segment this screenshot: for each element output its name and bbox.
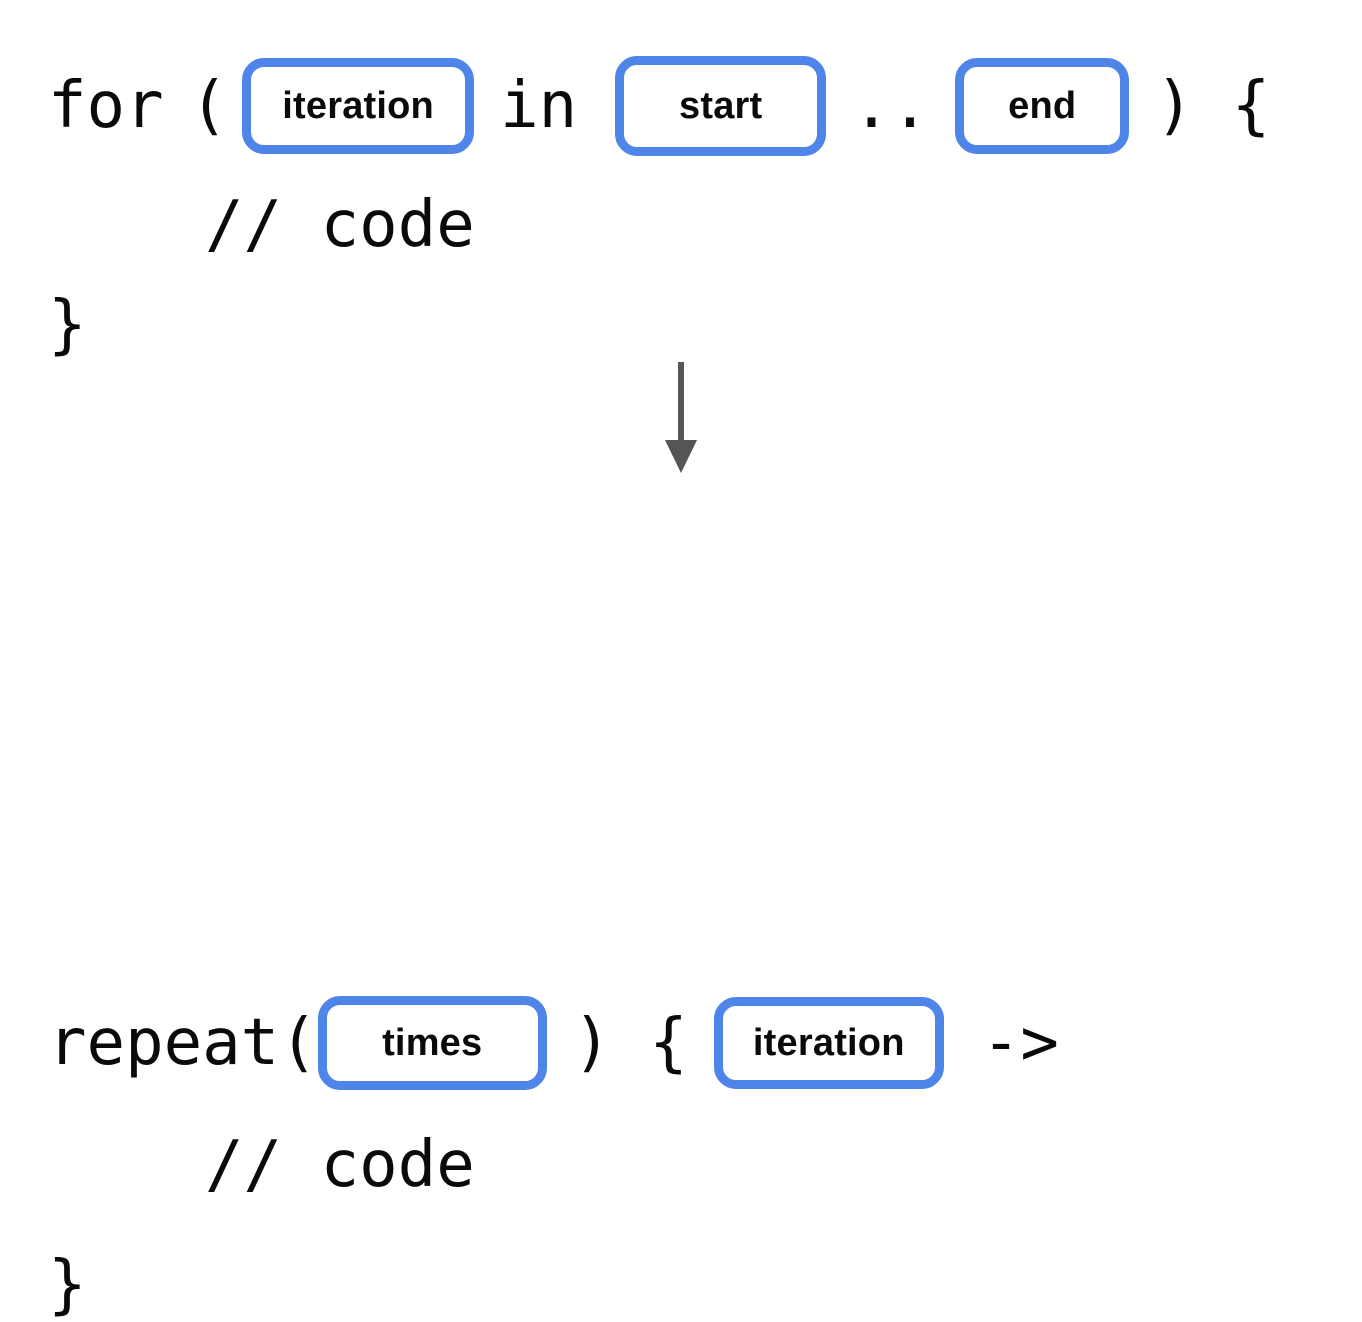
code-block-after: repeat( times ) { iteration -> // code }: [0, 490, 1362, 1317]
for-close-line: }: [48, 290, 87, 360]
for-keyword: for: [48, 69, 164, 143]
placeholder-chip-iteration[interactable]: iteration: [713, 997, 944, 1089]
close-brace: }: [48, 1248, 87, 1322]
open-brace: {: [1231, 69, 1271, 143]
range-operator: ..: [852, 69, 930, 143]
placeholder-chip-times[interactable]: times: [317, 996, 547, 1090]
code-comment: // code: [205, 188, 475, 262]
repeat-close-line: }: [48, 1250, 87, 1320]
close-paren: ): [1155, 69, 1194, 143]
repeat-body-line: // code: [205, 1130, 475, 1200]
lambda-arrow: ->: [981, 1006, 1059, 1080]
open-brace: {: [649, 1006, 688, 1080]
close-paren: ): [572, 1006, 612, 1080]
placeholder-chip-start[interactable]: start: [615, 56, 827, 156]
code-comment: // code: [205, 1128, 475, 1202]
placeholder-chip-end[interactable]: end: [955, 58, 1130, 154]
code-block-before: for ( iteration in start .. end ) { // c…: [0, 0, 1362, 360]
repeat-header-line: repeat( times ) { iteration ->: [48, 995, 1059, 1091]
in-keyword: in: [500, 69, 578, 143]
for-body-line: // code: [205, 190, 475, 260]
repeat-function-name: repeat(: [48, 1006, 318, 1080]
for-header-line: for ( iteration in start .. end ) {: [48, 56, 1271, 156]
close-brace: }: [48, 288, 87, 362]
placeholder-chip-iteration[interactable]: iteration: [242, 58, 475, 154]
open-paren: (: [189, 69, 229, 143]
arrow-down-icon: [655, 360, 715, 475]
